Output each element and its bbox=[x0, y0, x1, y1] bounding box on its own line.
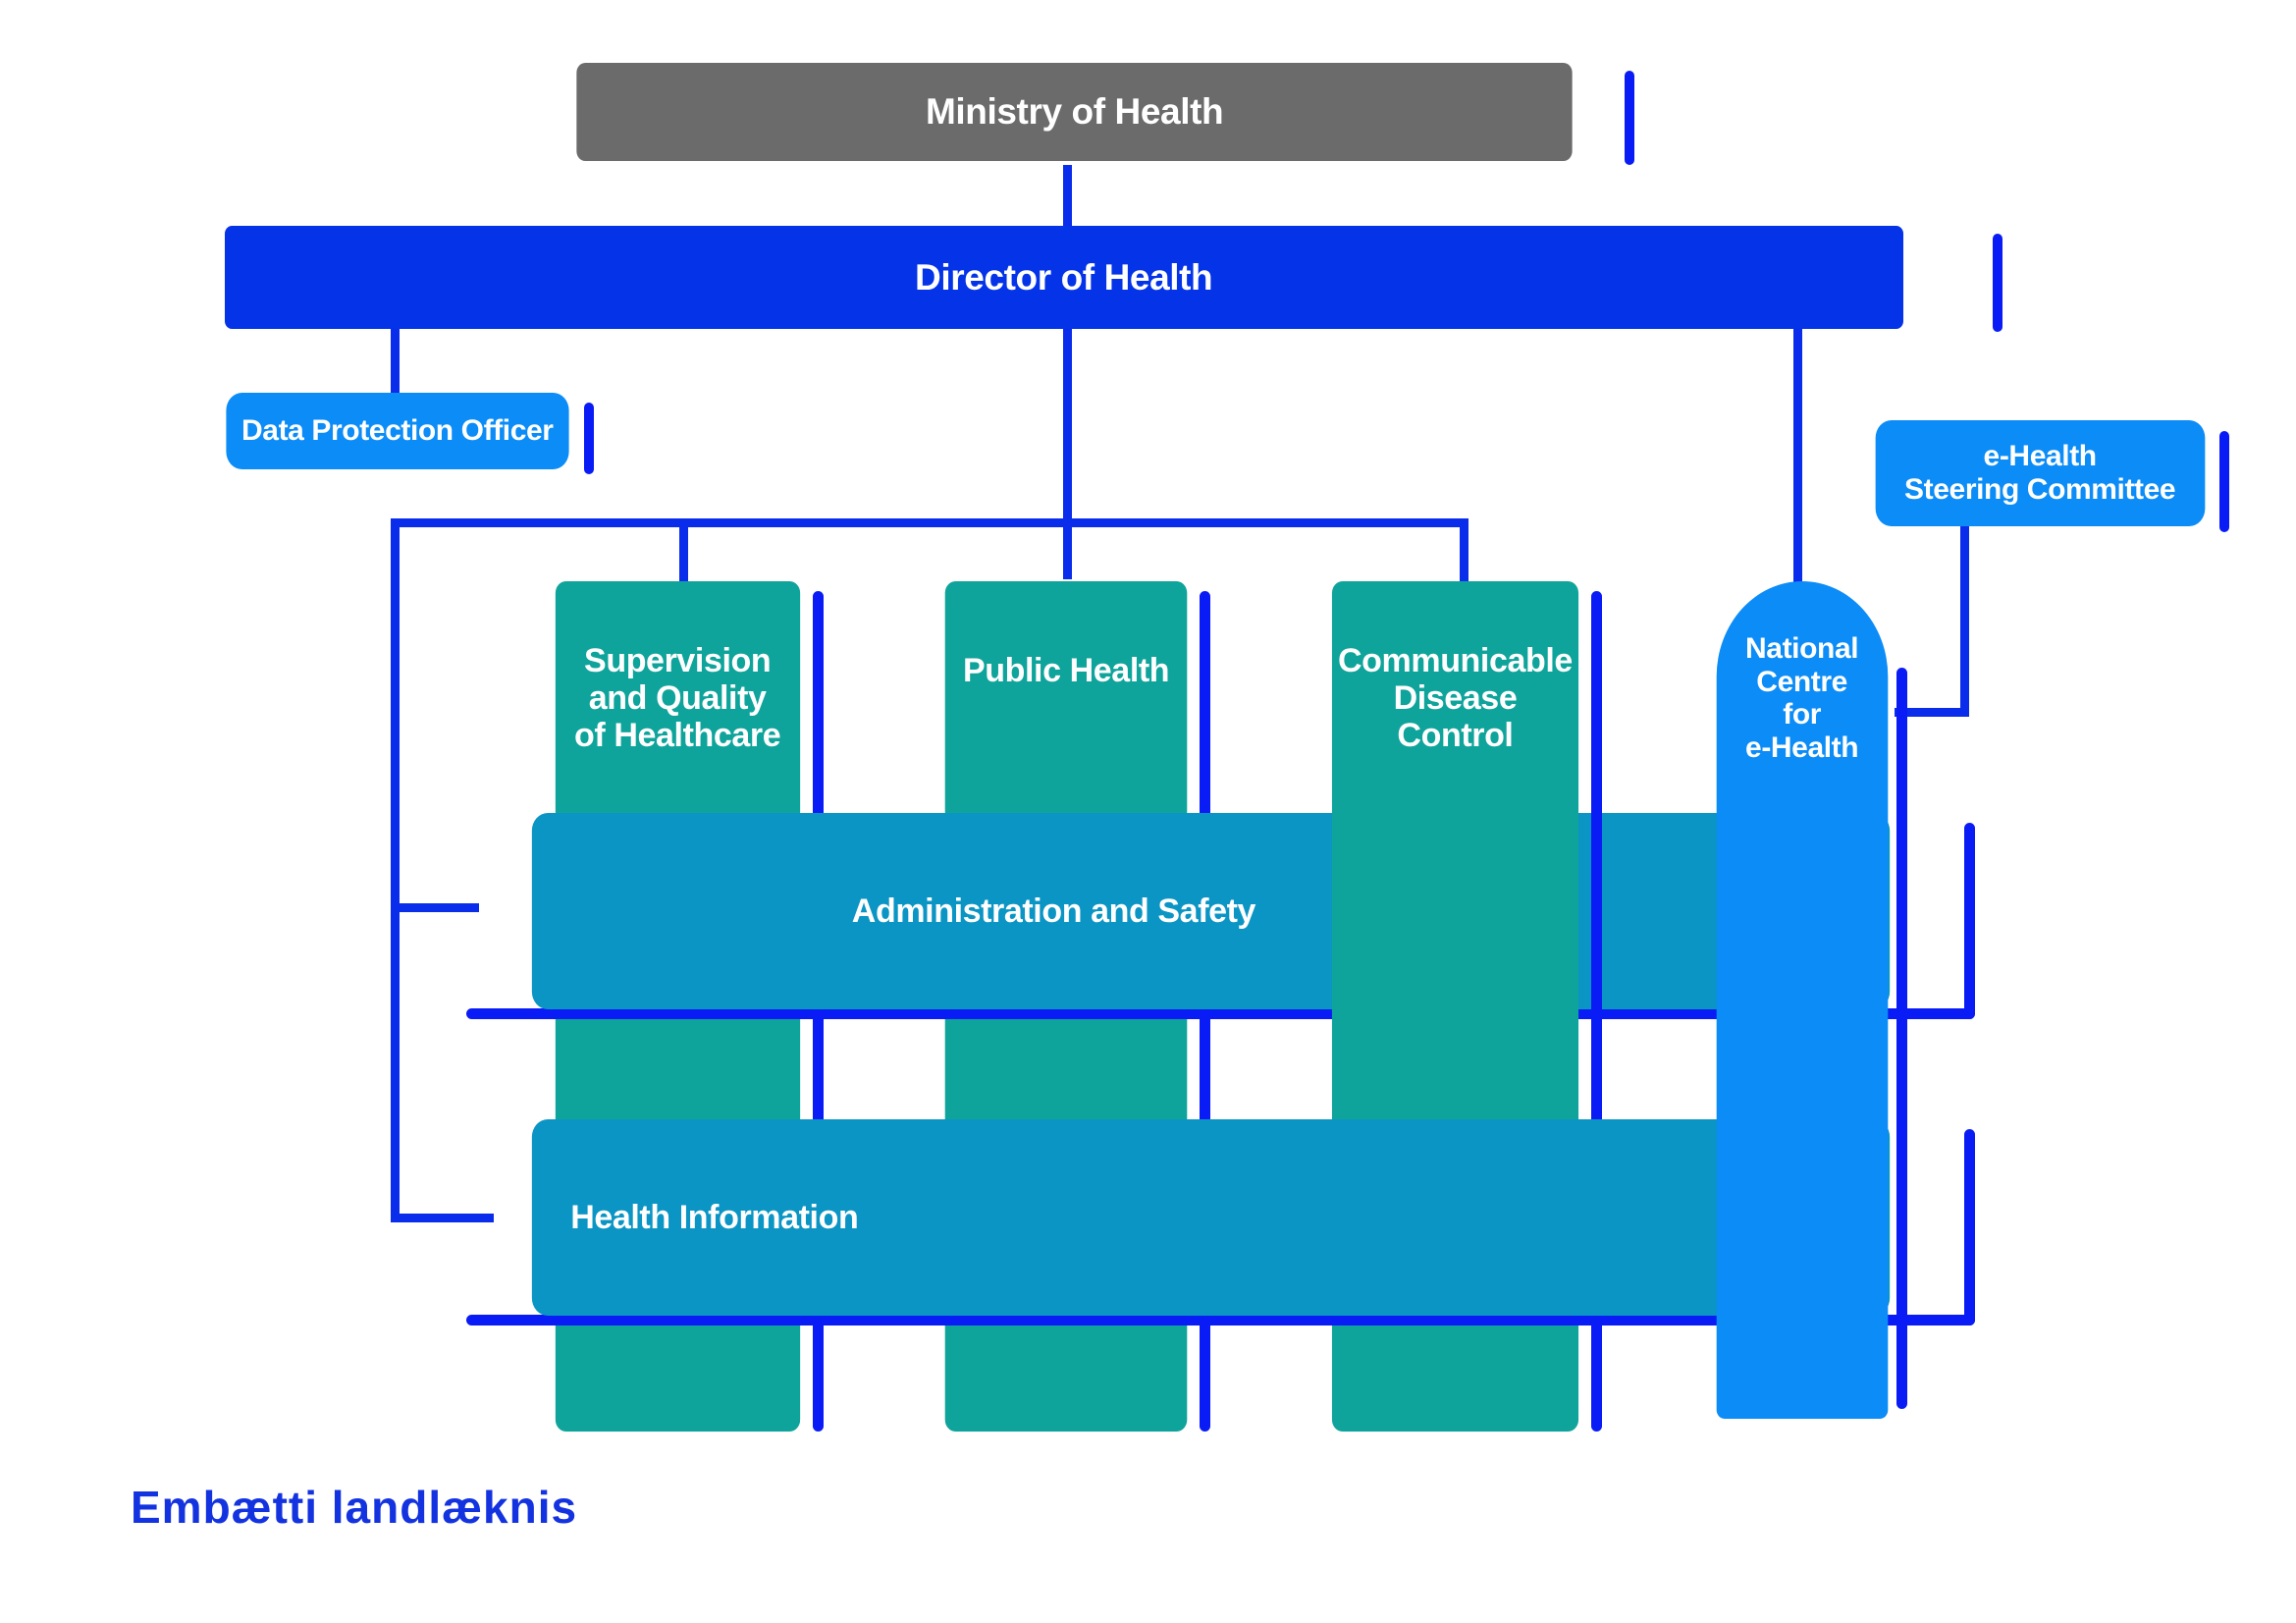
health-information-label: Health Information bbox=[570, 1198, 859, 1236]
connector-ministry-to-director bbox=[1063, 165, 1072, 226]
communicable-disease-control-label: Communicable Disease Control bbox=[1338, 642, 1573, 755]
director-of-health-box[interactable]: Director of Health bbox=[225, 226, 1903, 329]
connector-left-spine bbox=[391, 518, 400, 1222]
data-protection-officer-label: Data Protection Officer bbox=[241, 414, 554, 448]
connector-bus-to-supervision bbox=[679, 518, 688, 582]
connector-steering-vertical bbox=[1960, 522, 1969, 716]
administration-shadow-bottom bbox=[466, 1008, 1975, 1019]
administration-shadow bbox=[1964, 823, 1975, 1019]
cdc-shadow bbox=[1591, 591, 1602, 1432]
steering-shadow bbox=[2219, 431, 2229, 532]
director-shadow bbox=[1993, 234, 2002, 332]
organisation-logo-text: Embætti landlæknis bbox=[131, 1482, 578, 1533]
health-information-bar[interactable]: Health Information bbox=[531, 1119, 1891, 1316]
national-centre-ehealth-label: National Centre for e-Health bbox=[1745, 632, 1859, 764]
public-health-label: Public Health bbox=[962, 652, 1170, 689]
administration-safety-bar[interactable]: Administration and Safety bbox=[531, 813, 1891, 1009]
director-of-health-label: Director of Health bbox=[915, 256, 1213, 298]
connector-bus-to-cdc bbox=[1460, 518, 1468, 582]
connector-spine-to-health-information bbox=[391, 1214, 494, 1222]
supervision-quality-label: Supervision and Quality of Healthcare bbox=[574, 642, 781, 755]
connector-director-left-vertical bbox=[391, 329, 400, 407]
dpo-shadow bbox=[584, 403, 594, 474]
e-health-steering-committee-label: e-Health Steering Committee bbox=[1904, 440, 2176, 506]
ministry-of-health-label: Ministry of Health bbox=[925, 91, 1224, 133]
connector-spine-to-administration bbox=[391, 903, 479, 912]
national-centre-ehealth-column[interactable]: National Centre for e-Health bbox=[1716, 581, 1889, 1419]
health-information-shadow-bottom bbox=[466, 1315, 1975, 1325]
connector-director-right-vertical bbox=[1793, 329, 1802, 582]
connector-director-center-vertical bbox=[1063, 329, 1072, 579]
administration-safety-label: Administration and Safety bbox=[851, 892, 1256, 930]
ministry-of-health-box[interactable]: Ministry of Health bbox=[576, 63, 1573, 161]
connector-steering-horizontal bbox=[1895, 708, 1969, 717]
connector-distribution-bus bbox=[391, 518, 1468, 527]
data-protection-officer-box[interactable]: Data Protection Officer bbox=[226, 393, 569, 469]
e-health-steering-committee-box[interactable]: e-Health Steering Committee bbox=[1875, 420, 2206, 526]
ministry-shadow bbox=[1625, 71, 1634, 165]
health-information-shadow bbox=[1964, 1129, 1975, 1325]
national-centre-shadow bbox=[1896, 668, 1907, 1409]
